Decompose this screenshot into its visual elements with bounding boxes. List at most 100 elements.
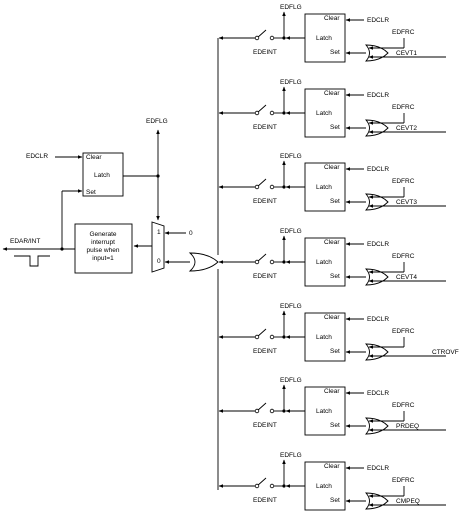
cell-or-gate	[365, 343, 389, 361]
edclr-label: EDCLR	[367, 465, 389, 472]
cell-or-gate	[365, 193, 389, 211]
latch-set-label: Set	[330, 497, 340, 504]
edflg-label: EDFLG	[280, 452, 302, 459]
source-label: CEVT1	[396, 50, 417, 57]
latch-box	[304, 386, 346, 436]
edeint-label: EDEINT	[253, 273, 277, 280]
latch-box	[304, 162, 346, 212]
source-label: CEVT3	[396, 199, 417, 206]
main-latch-latch-label: Latch	[94, 172, 110, 179]
source-label: CMPEQ	[396, 498, 420, 505]
generator-line-2: interrupt	[91, 239, 115, 246]
edeint-label: EDEINT	[253, 422, 277, 429]
edarint-label: EDAR/INT	[10, 238, 40, 245]
latch-latch-label: Latch	[316, 35, 332, 42]
source-label: PRDEQ	[396, 423, 419, 430]
switch-contact	[254, 334, 260, 340]
cell-or-gate	[365, 492, 389, 510]
latch-set-label: Set	[330, 198, 340, 205]
edflg-label: EDFLG	[280, 4, 302, 11]
switch-contact	[269, 334, 275, 340]
edclr-label: EDCLR	[367, 166, 389, 173]
generator-line-4: input=1	[92, 255, 114, 262]
switch-contact	[254, 184, 260, 190]
switch-contact	[254, 110, 260, 116]
edflg-label: EDFLG	[280, 377, 302, 384]
main-edflg-label: EDFLG	[146, 118, 168, 125]
mux	[151, 221, 165, 273]
main-latch-box	[82, 152, 124, 197]
latch-set-label: Set	[330, 273, 340, 280]
latch-latch-label: Latch	[316, 259, 332, 266]
latch-latch-label: Latch	[316, 483, 332, 490]
edfrc-label: EDFRC	[392, 253, 415, 260]
switch-contact	[269, 110, 275, 116]
edflg-label: EDFLG	[280, 79, 302, 86]
main-latch-set-label: Set	[86, 189, 96, 196]
latch-clear-label: Clear	[324, 15, 340, 22]
edfrc-label: EDFRC	[392, 104, 415, 111]
switch-contact	[254, 35, 260, 41]
switch-contact	[269, 35, 275, 41]
switch-contact	[254, 259, 260, 265]
switch-contact	[269, 259, 275, 265]
main-latch-clear-label: Clear	[86, 154, 102, 161]
switch-contact	[269, 184, 275, 190]
latch-box	[304, 237, 346, 287]
latch-latch-label: Latch	[316, 184, 332, 191]
edeint-label: EDEINT	[253, 49, 277, 56]
edfrc-label: EDFRC	[392, 178, 415, 185]
edfrc-label: EDFRC	[392, 402, 415, 409]
edfrc-label: EDFRC	[392, 477, 415, 484]
latch-set-label: Set	[330, 124, 340, 131]
generator-line-3: pulse when	[87, 247, 120, 254]
edflg-label: EDFLG	[280, 303, 302, 310]
source-label: CTROVF	[432, 349, 459, 356]
main-or-gate	[188, 252, 219, 272]
edfrc-label: EDFRC	[392, 29, 415, 36]
cell-or-gate	[365, 44, 389, 62]
latch-latch-label: Latch	[316, 408, 332, 415]
event-cells: EDEINTEDFLGClearLatchSetEDCLREDFRCCEVT1E…	[218, 4, 459, 511]
mux-in0-label: 0	[157, 258, 161, 265]
source-label: CEVT2	[396, 125, 417, 132]
latch-clear-label: Clear	[324, 164, 340, 171]
latch-latch-label: Latch	[316, 334, 332, 341]
cell-or-gate	[365, 268, 389, 286]
edclr-label: EDCLR	[367, 92, 389, 99]
switch-contact	[269, 408, 275, 414]
latch-clear-label: Clear	[324, 314, 340, 321]
latch-clear-label: Clear	[324, 239, 340, 246]
latch-set-label: Set	[330, 49, 340, 56]
mux-in1-label: 1	[157, 229, 161, 236]
latch-clear-label: Clear	[324, 90, 340, 97]
latch-clear-label: Clear	[324, 388, 340, 395]
edeint-label: EDEINT	[253, 124, 277, 131]
switch-contact	[254, 483, 260, 489]
latch-set-label: Set	[330, 348, 340, 355]
switch-contact	[254, 408, 260, 414]
latch-clear-label: Clear	[324, 463, 340, 470]
edclr-label: EDCLR	[367, 241, 389, 248]
latch-box	[304, 13, 346, 63]
generator-line-1: Generate	[89, 231, 116, 238]
latch-set-label: Set	[330, 422, 340, 429]
pulse-icon	[14, 255, 50, 267]
edeint-label: EDEINT	[253, 497, 277, 504]
edclr-label: EDCLR	[367, 17, 389, 24]
latch-latch-label: Latch	[316, 110, 332, 117]
cell-or-gate	[365, 119, 389, 137]
source-label: CEVT4	[396, 274, 417, 281]
cell-or-gate	[365, 417, 389, 435]
edflg-label: EDFLG	[280, 228, 302, 235]
switch-contact	[269, 483, 275, 489]
latch-box	[304, 312, 346, 362]
edclr-label: EDCLR	[367, 390, 389, 397]
edeint-label: EDEINT	[253, 198, 277, 205]
